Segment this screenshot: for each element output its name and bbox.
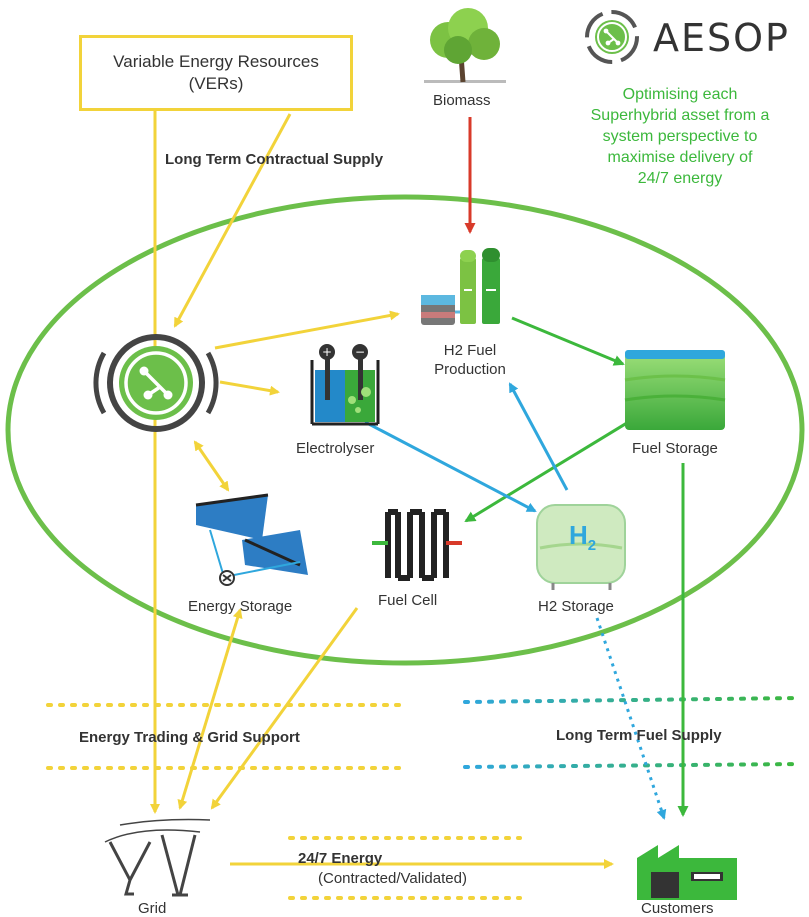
energy-storage-icon (195, 493, 308, 586)
energy-storage-label: Energy Storage (188, 598, 293, 615)
ver-source-box: Variable Energy Resources (VERs) (79, 35, 353, 111)
customers-label: Customers (641, 900, 714, 917)
fuel-storage-label: Fuel Storage (632, 440, 718, 457)
h2-symbol-subscript: 2 (587, 537, 597, 555)
electrolyser-icon: + − (310, 344, 380, 426)
band-label-energy-trading: Energy Trading & Grid Support (79, 729, 300, 746)
h2-symbol: H2 (569, 520, 596, 554)
tagline-line-4: maximise delivery of (607, 149, 753, 166)
ver-label-line-1: Variable Energy Resources (113, 52, 319, 71)
yellow-flows (150, 111, 614, 869)
aesop-logo-icon (585, 10, 639, 64)
tagline: Optimising each Superhybrid asset from a… (560, 84, 800, 189)
svg-text:−: − (355, 345, 365, 359)
band-label-long-term-contractual: Long Term Contractual Supply (165, 151, 384, 168)
electrolyser-label: Electrolyser (296, 440, 375, 457)
factory-icon (637, 845, 737, 900)
green-flows (464, 316, 689, 817)
superhybrid-ellipse (5, 194, 805, 666)
fuel-cell-label: Fuel Cell (378, 592, 438, 609)
band-long-term-contractual (76, 129, 517, 189)
tagline-line-1: Optimising each (622, 86, 738, 103)
h2-fuel-production-icon (421, 248, 500, 325)
h2-fuel-production-label: H2 Fuel Production (420, 341, 520, 379)
h2-fuel-production-label-line-2: Production (434, 361, 506, 378)
h2-storage-icon (536, 504, 626, 590)
ver-label-line-2: (VERs) (188, 74, 244, 93)
biomass-label: Biomass (433, 92, 491, 109)
h2-storage-label: H2 Storage (538, 598, 614, 615)
delivery-label-line-1: 24/7 Energy (298, 850, 383, 867)
band-label-long-term-fuel: Long Term Fuel Supply (556, 727, 722, 744)
h2-fuel-production-label-line-1: H2 Fuel (443, 342, 497, 359)
tagline-line-5: 24/7 energy (637, 170, 723, 187)
tagline-line-3: system perspective to (602, 128, 758, 145)
pylon-icon (104, 818, 211, 897)
band-long-term-fuel (463, 696, 802, 769)
delivery-label-line-2: (Contracted/Validated) (318, 870, 467, 887)
h2-symbol-letter: H (569, 520, 588, 550)
brand-wordmark: AESOP (653, 16, 790, 60)
fuel-cell-icon (372, 509, 462, 581)
fuel-storage-icon (624, 350, 726, 430)
band-delivery (288, 836, 522, 900)
tagline-line-2: Superhybrid asset from a (590, 107, 770, 124)
svg-text:+: + (322, 345, 332, 359)
aesop-hub-icon (93, 334, 219, 432)
blue-flows (364, 382, 667, 820)
tree-icon (424, 8, 506, 83)
grid-label: Grid (138, 900, 167, 917)
